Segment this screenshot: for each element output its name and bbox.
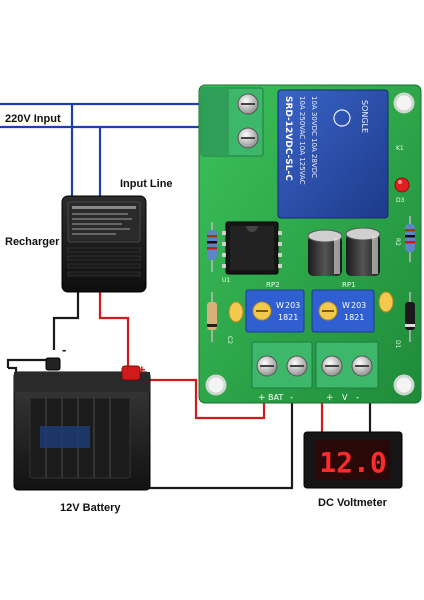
voltmeter-reading: 12.0 [319, 446, 386, 479]
pot-rp2-num: 1821 [278, 313, 298, 322]
battery-plus-mark: + [138, 362, 146, 377]
led-d3 [394, 177, 410, 193]
pot-rp1-num: 1821 [344, 313, 364, 322]
v-terminal-block [315, 341, 379, 389]
label-rp1: RP1 [342, 281, 356, 289]
charger-red-wire [98, 292, 130, 368]
label-d1: D1 [394, 340, 401, 349]
pot-rp2-code: 203 [285, 301, 300, 310]
battery-positive-terminal [121, 365, 141, 381]
pot-rp1-code: 203 [351, 301, 366, 310]
mount-hole-br [393, 374, 415, 396]
pot-rp1-w: W [342, 301, 350, 310]
dc-voltmeter: 12.0 [303, 431, 403, 489]
v-plus-mark: + [326, 393, 334, 403]
label-u1: U1 [222, 277, 230, 284]
ic-u1 [222, 221, 282, 275]
battery-12v: - + [13, 342, 151, 491]
label-12v-battery: 12V Battery [60, 502, 121, 514]
label-k1: K1 [396, 145, 404, 152]
relay-rating-2: 10A 30VDC 10A 28VDC [310, 96, 318, 178]
battery-negative-terminal [45, 357, 61, 371]
relay: 10A 250VAC 10A 125VAC 10A 30VDC 10A 28VD… [277, 89, 389, 219]
capacitor-c2-electrolytic [345, 227, 381, 276]
bat-minus-mark: - [290, 393, 293, 403]
label-c2: C2 [226, 336, 233, 344]
label-rp2: RP2 [266, 281, 280, 289]
label-r2: R2 [394, 238, 401, 246]
label-dc-voltmeter: DC Voltmeter [318, 497, 387, 509]
label-220v-input: 220V Input [5, 113, 61, 125]
resistor-r1 [207, 222, 217, 272]
relay-brand: SONGLE [360, 100, 369, 133]
recharger-adapter [61, 195, 147, 293]
mount-hole-tl [205, 374, 227, 396]
bat-terminal-block [251, 341, 313, 389]
relay-cqc-mark [333, 109, 351, 127]
pot-rp2-w: W [276, 301, 284, 310]
potentiometer-rp1: W 203 1821 [311, 289, 375, 333]
relay-rating-1: 10A 250VAC 10A 125VAC [298, 96, 306, 185]
diode-d4 [405, 292, 415, 342]
bat-label: BAT [268, 393, 283, 402]
battery-minus-mark: - [62, 342, 66, 357]
battery-minus-frame [6, 358, 48, 368]
label-d3: D3 [396, 197, 405, 204]
ceramic-cap-left [228, 301, 244, 323]
input-terminal-block [200, 87, 264, 157]
battery-positive-wire [148, 378, 266, 420]
label-input-line: Input Line [120, 178, 173, 190]
potentiometer-rp2: W 203 1821 [245, 289, 305, 333]
mount-hole-tr [393, 92, 415, 114]
pcb-board: 10A 250VAC 10A 125VAC 10A 30VDC 10A 28VD… [198, 84, 422, 404]
bat-plus-mark: + [258, 393, 266, 403]
label-recharger: Recharger [5, 236, 60, 248]
v-minus-mark: - [356, 393, 359, 403]
diode-d1 [207, 292, 217, 342]
charger-black-wire [52, 292, 80, 350]
ceramic-cap-right [378, 291, 394, 313]
capacitor-c1 [307, 229, 343, 276]
v-label: V [342, 393, 348, 402]
resistor-r2 [405, 216, 415, 262]
relay-model: SRD-12VDC-SL-C [283, 96, 293, 181]
